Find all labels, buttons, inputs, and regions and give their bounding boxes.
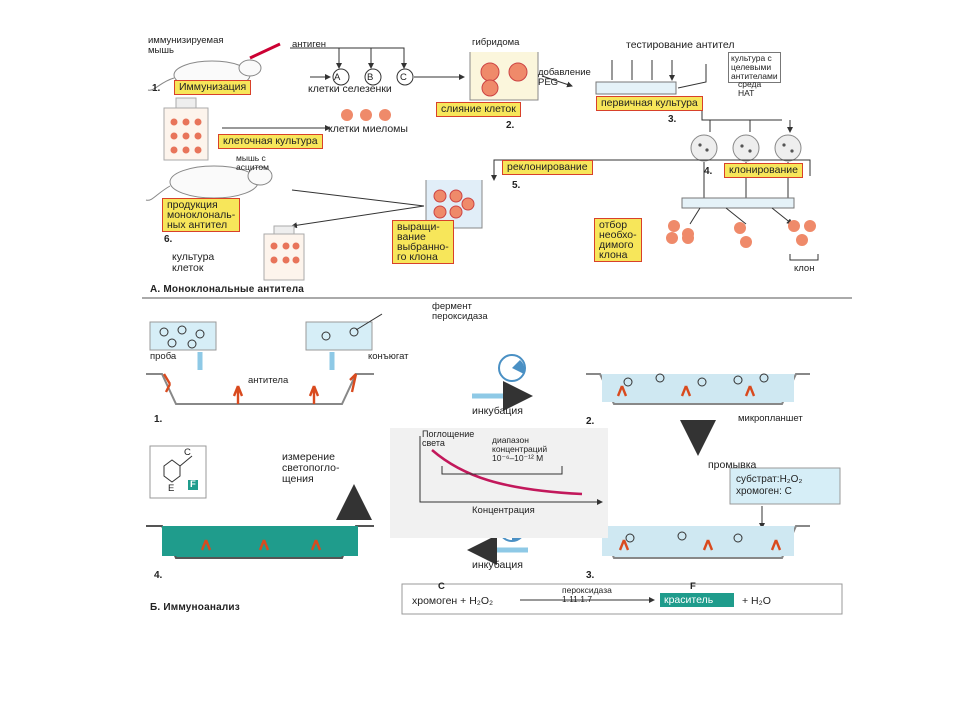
mab-production-label: продукция моноклональ- ных антител xyxy=(162,198,241,232)
immunized-mouse-label: иммунизируемая мышь xyxy=(148,35,224,56)
target-culture-label: культура с целевыми антителами xyxy=(728,52,781,83)
conjugate-box xyxy=(305,313,383,370)
graph-ylabel: Поглощение света xyxy=(422,429,475,448)
cell-letter-c: C xyxy=(400,72,407,83)
incubation-2-label: инкубация xyxy=(472,559,523,571)
well-3 xyxy=(586,525,810,559)
reaction-f-label: F xyxy=(690,581,696,592)
step-5: 5. xyxy=(512,180,521,191)
hybridoma-beaker xyxy=(469,52,573,101)
antibody-testing-label: тестирование антител xyxy=(626,39,735,51)
substrate-box xyxy=(729,467,841,529)
diagram-art xyxy=(142,42,852,615)
legend-e: E xyxy=(168,483,175,494)
legend-box xyxy=(149,445,207,499)
section-b-title: Б. Иммуноанализ xyxy=(150,602,240,613)
hybridoma-label: гибридома xyxy=(472,37,520,48)
cell-culture-label: клеточная культура xyxy=(218,134,323,149)
recloning-label: реклонирование xyxy=(502,160,593,175)
step-b4: 4. xyxy=(154,570,163,581)
figure: иммунизируемая мышь антиген A B C клетки… xyxy=(142,30,852,620)
incubation-clock-1 xyxy=(472,354,533,411)
legend-c: C xyxy=(184,447,191,458)
graph-xlabel: Концентрация xyxy=(472,505,535,516)
graph-range: диапазон концентраций 10⁻⁶–10⁻¹² М xyxy=(492,435,548,463)
selection-label: отбор необхо- димого клона xyxy=(594,218,642,262)
reaction-enzyme: пероксидаза 1.11.1.7 xyxy=(562,585,612,604)
cell-fusion-label: слияние клеток xyxy=(436,102,521,117)
antigen-label: антиген xyxy=(292,39,326,50)
cell-letter-b: B xyxy=(367,72,374,83)
primary-plate xyxy=(595,60,790,132)
legend-f: F xyxy=(190,479,196,490)
antibodies-label: антитела xyxy=(248,375,289,386)
step-b1: 1. xyxy=(154,414,163,425)
clone-label: клон xyxy=(794,263,815,274)
sample-box xyxy=(149,321,217,370)
cloning-label: клонирование xyxy=(724,163,803,178)
microplate-label: микропланшет xyxy=(738,413,803,424)
clone-beaker xyxy=(292,180,483,228)
antigen-circles xyxy=(310,68,465,86)
ascites-mouse xyxy=(145,165,273,201)
absorbance-curve xyxy=(431,449,583,496)
spleen-cells-label: клетки селезенки xyxy=(308,83,392,95)
step-2: 2. xyxy=(506,120,515,131)
step-6: 6. xyxy=(164,234,173,245)
reaction-left: хромоген + H₂O₂ xyxy=(412,595,494,607)
sample-label: проба xyxy=(150,351,177,362)
well-4 xyxy=(146,525,374,559)
recloning-arrow xyxy=(491,159,811,181)
petri-dishes xyxy=(690,134,802,200)
antigen-arrows xyxy=(290,47,407,69)
hat-medium-label: среда НАТ xyxy=(738,79,762,98)
primary-culture-label: первичная культура xyxy=(596,96,703,111)
reaction-dye: краситель xyxy=(664,594,714,606)
step-b2: 2. xyxy=(586,416,595,427)
secondary-plate xyxy=(668,197,819,261)
step-1: 1. xyxy=(152,83,161,94)
section-a-title: А. Моноклональные антитела xyxy=(150,284,305,295)
step-4: 4. xyxy=(704,166,713,177)
culture-bottle xyxy=(163,97,209,161)
step-b3: 3. xyxy=(586,570,595,581)
incubation-1-label: инкубация xyxy=(472,405,523,417)
substrate-label: субстрат:H₂O₂ хромоген: С xyxy=(736,474,803,497)
well-2 xyxy=(586,373,810,405)
cell-letter-a: A xyxy=(334,72,341,83)
immunization-label: Иммунизация xyxy=(174,80,252,95)
well-1 xyxy=(146,373,374,405)
cell-culture2-label: культура клеток xyxy=(172,251,215,274)
selected-cells xyxy=(666,232,694,244)
myeloma-label: клетки миеломы xyxy=(328,123,408,135)
reaction-c-label: С xyxy=(438,581,445,592)
absorbance-graph xyxy=(390,428,608,538)
measurement-label: измерение светопогло- щения xyxy=(282,451,340,485)
peg-label: добавление PEG xyxy=(538,67,591,88)
culture-bottle-2 xyxy=(263,225,305,281)
washing-label: промывка xyxy=(708,459,757,471)
grow-clone-label: выращи- вание выбранно- го клона xyxy=(392,220,454,264)
enzyme-label: фермент пероксидаза xyxy=(432,301,488,322)
step-3: 3. xyxy=(668,114,677,125)
reaction-box xyxy=(401,583,843,615)
conjugate-label: конъюгат xyxy=(368,351,409,362)
myeloma-cells xyxy=(222,109,391,131)
ascites-mouse-label: мышь с асцитом xyxy=(236,153,269,172)
reaction-right: + H₂O xyxy=(742,595,771,607)
